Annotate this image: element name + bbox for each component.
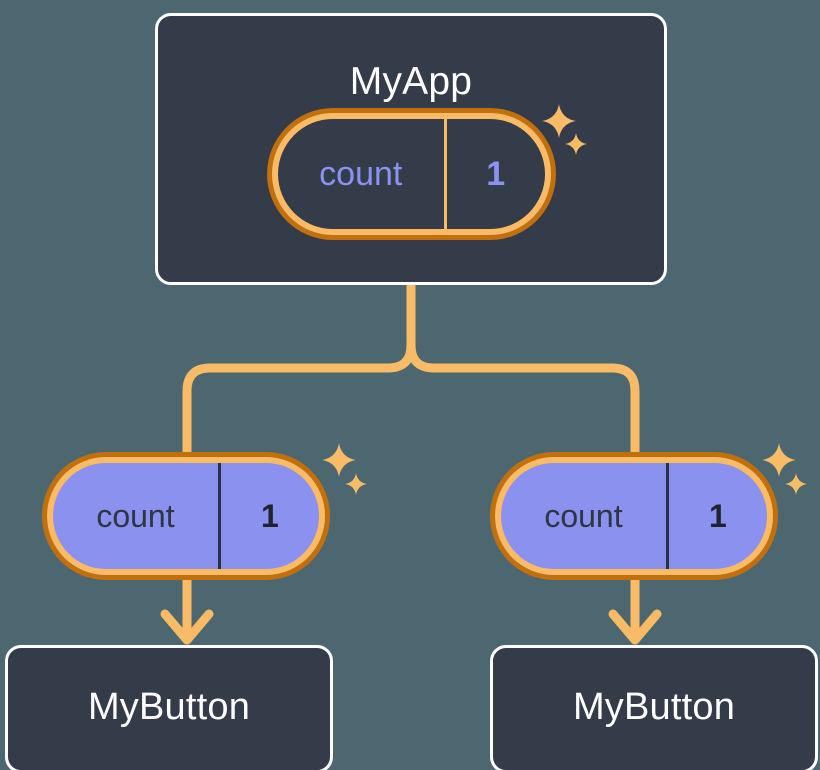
state-pill-myapp[interactable]: count 1 bbox=[267, 108, 556, 240]
state-key: count bbox=[96, 497, 175, 534]
component-box-mybutton-right[interactable]: MyButton bbox=[490, 645, 818, 770]
state-pill-mybutton-right[interactable]: count 1 bbox=[490, 452, 778, 580]
component-label-mybutton-left: MyButton bbox=[87, 686, 251, 728]
wire-branch-right bbox=[406, 340, 640, 457]
wire-branch-left bbox=[182, 340, 416, 457]
arrow-down-icon-left bbox=[160, 609, 214, 645]
state-pill-mybutton-left[interactable]: count 1 bbox=[42, 452, 330, 580]
state-pill-ring: count 1 bbox=[495, 457, 773, 575]
component-label-myapp: MyApp bbox=[349, 60, 473, 103]
state-pill-body: count 1 bbox=[278, 119, 545, 229]
arrow-down-icon-right bbox=[608, 609, 662, 645]
state-key: count bbox=[319, 154, 403, 193]
state-pill-ring: count 1 bbox=[47, 457, 325, 575]
component-box-mybutton-left[interactable]: MyButton bbox=[5, 645, 333, 770]
state-key: count bbox=[544, 497, 623, 534]
state-value: 1 bbox=[665, 463, 767, 569]
state-pill-body: count 1 bbox=[53, 463, 319, 569]
component-label-mybutton-right: MyButton bbox=[572, 686, 736, 728]
state-value: 1 bbox=[443, 119, 545, 229]
state-value: 1 bbox=[217, 463, 319, 569]
state-pill-body: count 1 bbox=[501, 463, 767, 569]
state-pill-ring: count 1 bbox=[272, 113, 551, 235]
